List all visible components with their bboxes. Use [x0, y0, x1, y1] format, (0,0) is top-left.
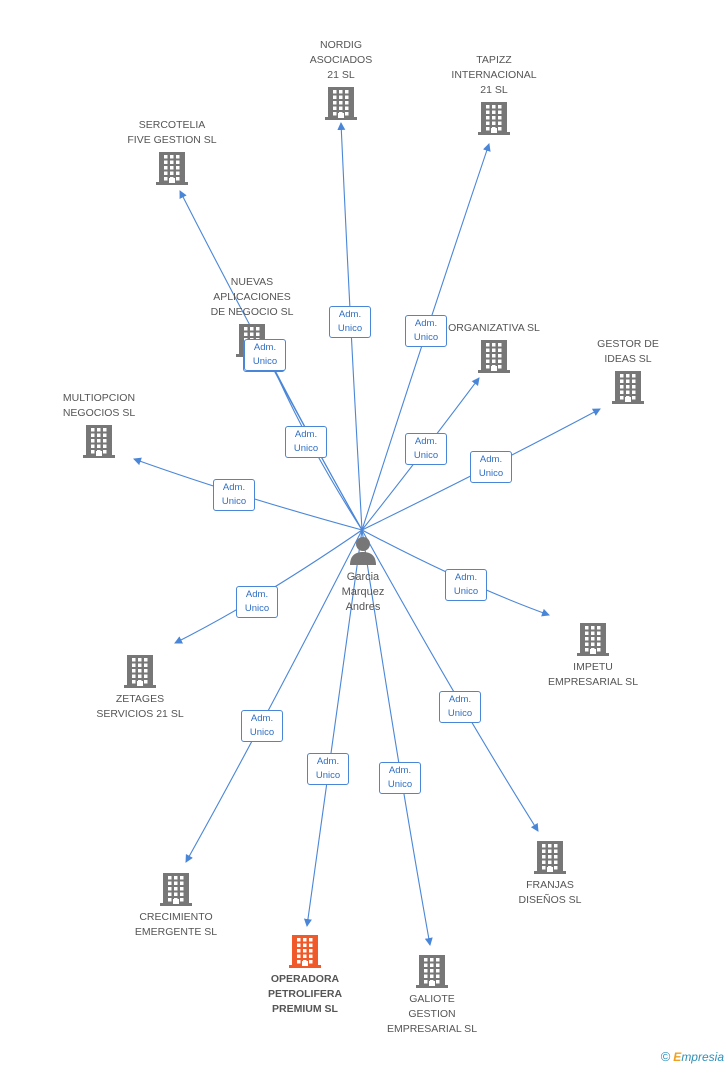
company-label: ORGANIZATIVA SL — [448, 322, 540, 334]
building-icon — [416, 954, 448, 988]
company-label: GALIOTE GESTION EMPRESARIAL SL — [386, 993, 478, 1035]
edge-operadora — [303, 529, 363, 927]
copyright-symbol: © — [660, 1049, 671, 1064]
building-icon — [478, 101, 510, 135]
company-label: FRANJAS DISEÑOS SL — [518, 879, 582, 906]
company-node-franjas[interactable]: FRANJAS DISEÑOS SL — [475, 840, 625, 908]
edge-label-gestor[interactable]: Adm. Unico — [470, 451, 512, 483]
company-label: MULTIOPCION NEGOCIOS SL — [62, 392, 136, 419]
person-label: Garcia Marquez Andres — [341, 571, 385, 613]
company-label: IMPETU EMPRESARIAL SL — [547, 661, 639, 688]
company-node-galiote[interactable]: GALIOTE GESTION EMPRESARIAL SL — [357, 954, 507, 1037]
company-label: NORDIG ASOCIADOS 21 SL — [309, 39, 373, 81]
edge-label-zetages[interactable]: Adm. Unico — [236, 586, 278, 618]
company-label: CRECIMIENTO EMERGENTE SL — [134, 911, 218, 938]
edge-label-nuevas[interactable]: Adm. Unico — [285, 426, 327, 458]
company-node-nordig[interactable]: NORDIG ASOCIADOS 21 SL — [266, 38, 416, 120]
company-node-operadora[interactable]: OPERADORA PETROLIFERA PREMIUM SL — [230, 934, 380, 1017]
edge-label-tapizz[interactable]: Adm. Unico — [405, 315, 447, 347]
company-node-crecimiento[interactable]: CRECIMIENTO EMERGENTE SL — [101, 872, 251, 940]
edge-label-crecimiento[interactable]: Adm. Unico — [241, 710, 283, 742]
company-label: SERCOTELIA FIVE GESTION SL — [127, 119, 217, 146]
company-label: ZETAGES SERVICIOS 21 SL — [96, 693, 184, 720]
center-person[interactable]: Garcia Marquez Andres — [318, 535, 408, 615]
company-node-multiopcion[interactable]: MULTIOPCION NEGOCIOS SL — [24, 391, 174, 458]
building-icon — [160, 872, 192, 906]
building-icon — [289, 934, 321, 968]
company-node-sercotelia[interactable]: SERCOTELIA FIVE GESTION SL — [97, 118, 247, 185]
edge-label-nuevas-upper[interactable]: Adm. Unico — [244, 339, 286, 371]
brand-logo: Empresia — [673, 1049, 724, 1064]
building-icon — [534, 840, 566, 874]
edge-label-multiopcion[interactable]: Adm. Unico — [213, 479, 255, 511]
company-node-tapizz[interactable]: TAPIZZ INTERNACIONAL 21 SL — [419, 53, 569, 135]
building-icon — [612, 370, 644, 404]
edge-label-nordig[interactable]: Adm. Unico — [329, 306, 371, 338]
edge-label-operadora[interactable]: Adm. Unico — [307, 753, 349, 785]
building-icon — [478, 339, 510, 373]
edge-label-impetu[interactable]: Adm. Unico — [445, 569, 487, 601]
person-icon — [348, 535, 378, 570]
company-label: TAPIZZ INTERNACIONAL 21 SL — [451, 54, 537, 96]
edge-label-organizativa[interactable]: Adm. Unico — [405, 433, 447, 465]
company-node-impetu[interactable]: IMPETU EMPRESARIAL SL — [518, 622, 668, 690]
company-node-gestor[interactable]: GESTOR DE IDEAS SL — [553, 337, 703, 404]
company-node-zetages[interactable]: ZETAGES SERVICIOS 21 SL — [65, 654, 215, 722]
company-label: OPERADORA PETROLIFERA PREMIUM SL — [267, 973, 343, 1015]
footer-brand: © Empresia — [661, 1049, 724, 1064]
edge-label-franjas[interactable]: Adm. Unico — [439, 691, 481, 723]
edge-galiote — [361, 529, 433, 946]
company-node-organizativa[interactable]: ORGANIZATIVA SL — [419, 321, 569, 373]
company-label: GESTOR DE IDEAS SL — [597, 338, 659, 365]
building-icon — [156, 151, 188, 185]
building-icon — [83, 424, 115, 458]
building-icon — [577, 622, 609, 656]
edge-label-galiote[interactable]: Adm. Unico — [379, 762, 421, 794]
building-icon — [325, 86, 357, 120]
company-label: NUEVAS APLICACIONES DE NEGOCIO SL — [210, 276, 294, 318]
building-icon — [124, 654, 156, 688]
